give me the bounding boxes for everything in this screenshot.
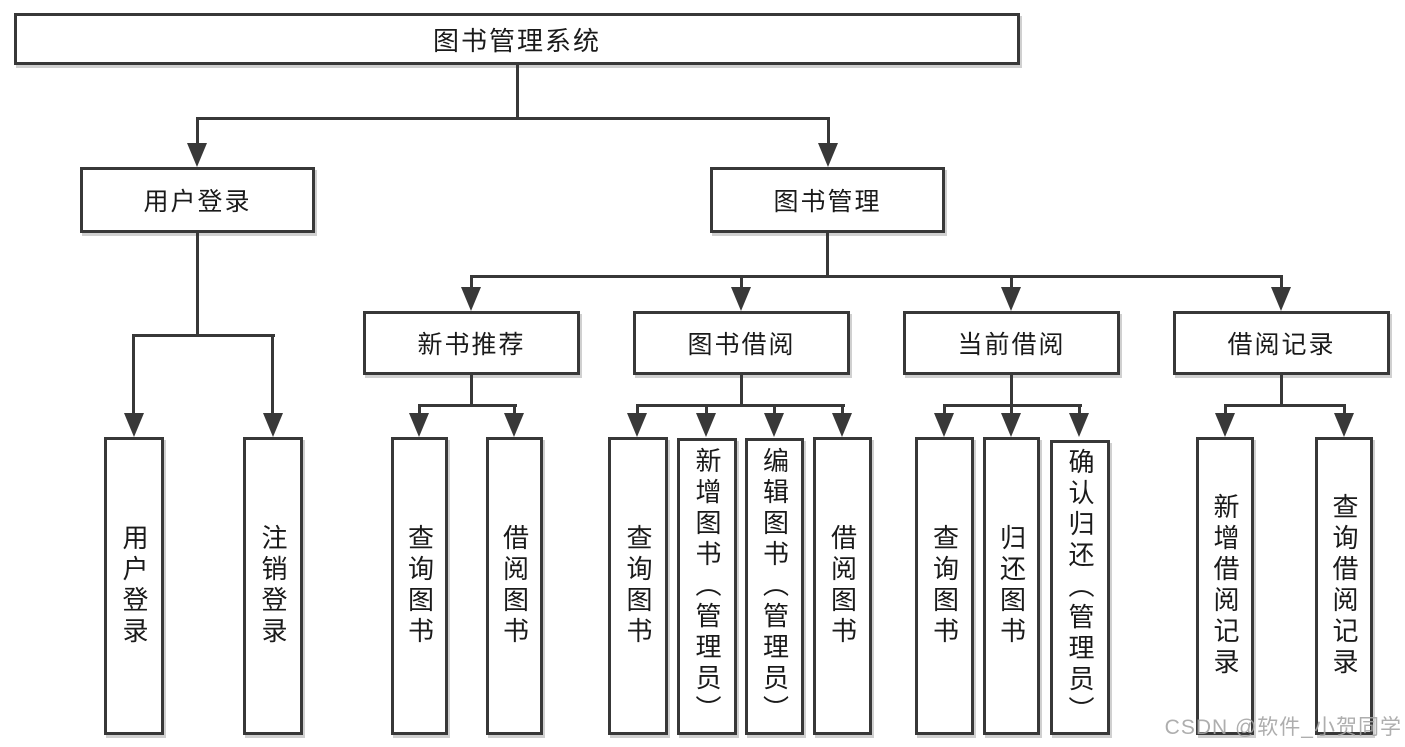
node-leaf-edit-books-admin: 编辑图书（管理员）: [745, 438, 804, 735]
arrowhead-down-icon: [1069, 413, 1089, 437]
node-label: 借阅记录: [1227, 331, 1336, 359]
connector-line: [1280, 375, 1283, 406]
arrowhead-down-icon: [934, 413, 954, 437]
node-borrowing-records: 借阅记录: [1173, 311, 1390, 375]
node-label: 借阅图书: [499, 524, 530, 648]
arrowhead-down-icon: [124, 413, 144, 437]
node-label: 查询图书: [404, 524, 435, 648]
connector-line: [826, 233, 829, 277]
connector-line: [705, 404, 708, 416]
node-label: 新书推荐: [417, 331, 526, 359]
node-label: 用户登录: [143, 188, 252, 216]
connector-line: [470, 275, 473, 289]
node-book-management: 图书管理: [710, 167, 945, 233]
arrowhead-down-icon: [1215, 413, 1235, 437]
connector-line: [1010, 275, 1013, 289]
node-leaf-borrow-books: 借阅图书: [813, 437, 872, 735]
arrowhead-down-icon: [187, 143, 207, 167]
node-label: 查询图书: [623, 524, 653, 648]
connector-line: [196, 233, 199, 336]
connector-line: [132, 334, 135, 415]
node-user-login: 用户登录: [80, 167, 315, 233]
arrowhead-down-icon: [263, 413, 283, 437]
node-label: 新增借阅记录: [1210, 493, 1240, 679]
node-current-borrowing: 当前借阅: [903, 311, 1120, 375]
node-leaf-add-books-admin: 新增图书（管理员）: [677, 438, 737, 735]
connector-line: [740, 275, 743, 289]
node-label: 当前借阅: [957, 331, 1066, 359]
connector-line: [827, 117, 830, 146]
node-leaf-query-borrow-record: 查询借阅记录: [1315, 437, 1373, 735]
connector-line: [1343, 404, 1346, 416]
node-leaf-query-books: 查询图书: [391, 437, 448, 735]
connector-line: [1010, 375, 1013, 406]
node-label: 用户登录: [119, 524, 149, 648]
connector-line: [132, 334, 275, 337]
arrowhead-down-icon: [1271, 287, 1291, 311]
connector-line: [943, 404, 946, 416]
connector-line: [1280, 275, 1283, 289]
arrowhead-down-icon: [696, 413, 716, 437]
connector-line: [271, 334, 274, 415]
connector-line: [516, 65, 519, 119]
node-label: 图书管理系统: [432, 25, 601, 56]
connector-line: [1224, 404, 1227, 416]
connector-line: [196, 117, 199, 146]
connector-line: [1078, 404, 1081, 416]
arrowhead-down-icon: [627, 413, 647, 437]
connector-line: [470, 275, 1283, 278]
arrowhead-down-icon: [832, 413, 852, 437]
arrowhead-down-icon: [731, 287, 751, 311]
node-label: 图书借阅: [687, 331, 796, 359]
connector-line: [418, 404, 517, 407]
connector-line: [470, 375, 473, 406]
node-label: 借阅图书: [827, 524, 858, 648]
connector-line: [636, 404, 639, 416]
node-label: 确认归还（管理员）: [1065, 448, 1095, 727]
node-label: 查询借阅记录: [1329, 493, 1359, 679]
arrowhead-down-icon: [504, 413, 524, 437]
node-leaf-return-books: 归还图书: [983, 437, 1040, 735]
arrowhead-down-icon: [1001, 413, 1021, 437]
arrowhead-down-icon: [818, 143, 838, 167]
node-leaf-query-books: 查询图书: [608, 437, 668, 735]
connector-line: [196, 117, 830, 120]
node-leaf-query-books: 查询图书: [915, 437, 974, 735]
node-label: 归还图书: [996, 524, 1027, 648]
node-leaf-logout: 注销登录: [243, 437, 303, 735]
node-label: 查询图书: [929, 524, 960, 648]
node-label: 新增图书（管理员）: [692, 447, 722, 726]
node-book-borrowing: 图书借阅: [633, 311, 850, 375]
node-new-book-recommend: 新书推荐: [363, 311, 580, 375]
connector-line: [740, 375, 743, 406]
node-label: 编辑图书（管理员）: [759, 447, 790, 726]
connector-line: [1224, 404, 1346, 407]
node-library-system: 图书管理系统: [14, 13, 1020, 65]
connector-line: [418, 404, 421, 416]
arrowhead-down-icon: [1334, 413, 1354, 437]
connector-line: [636, 404, 845, 407]
node-label: 图书管理: [773, 188, 882, 216]
node-leaf-confirm-return-admin: 确认归还（管理员）: [1050, 440, 1110, 735]
node-leaf-user-login: 用户登录: [104, 437, 164, 735]
arrowhead-down-icon: [1001, 287, 1021, 311]
node-leaf-add-borrow-record: 新增借阅记录: [1196, 437, 1254, 735]
connector-line: [773, 404, 776, 416]
arrowhead-down-icon: [764, 413, 784, 437]
connector-line: [841, 404, 844, 416]
connector-line: [1010, 404, 1013, 416]
arrowhead-down-icon: [461, 287, 481, 311]
node-leaf-borrow-books: 借阅图书: [486, 437, 543, 735]
connector-line: [513, 404, 516, 416]
csdn-watermark: CSDN @软件_小贺同学: [1164, 716, 1402, 739]
node-label: 注销登录: [258, 524, 288, 648]
arrowhead-down-icon: [409, 413, 429, 437]
